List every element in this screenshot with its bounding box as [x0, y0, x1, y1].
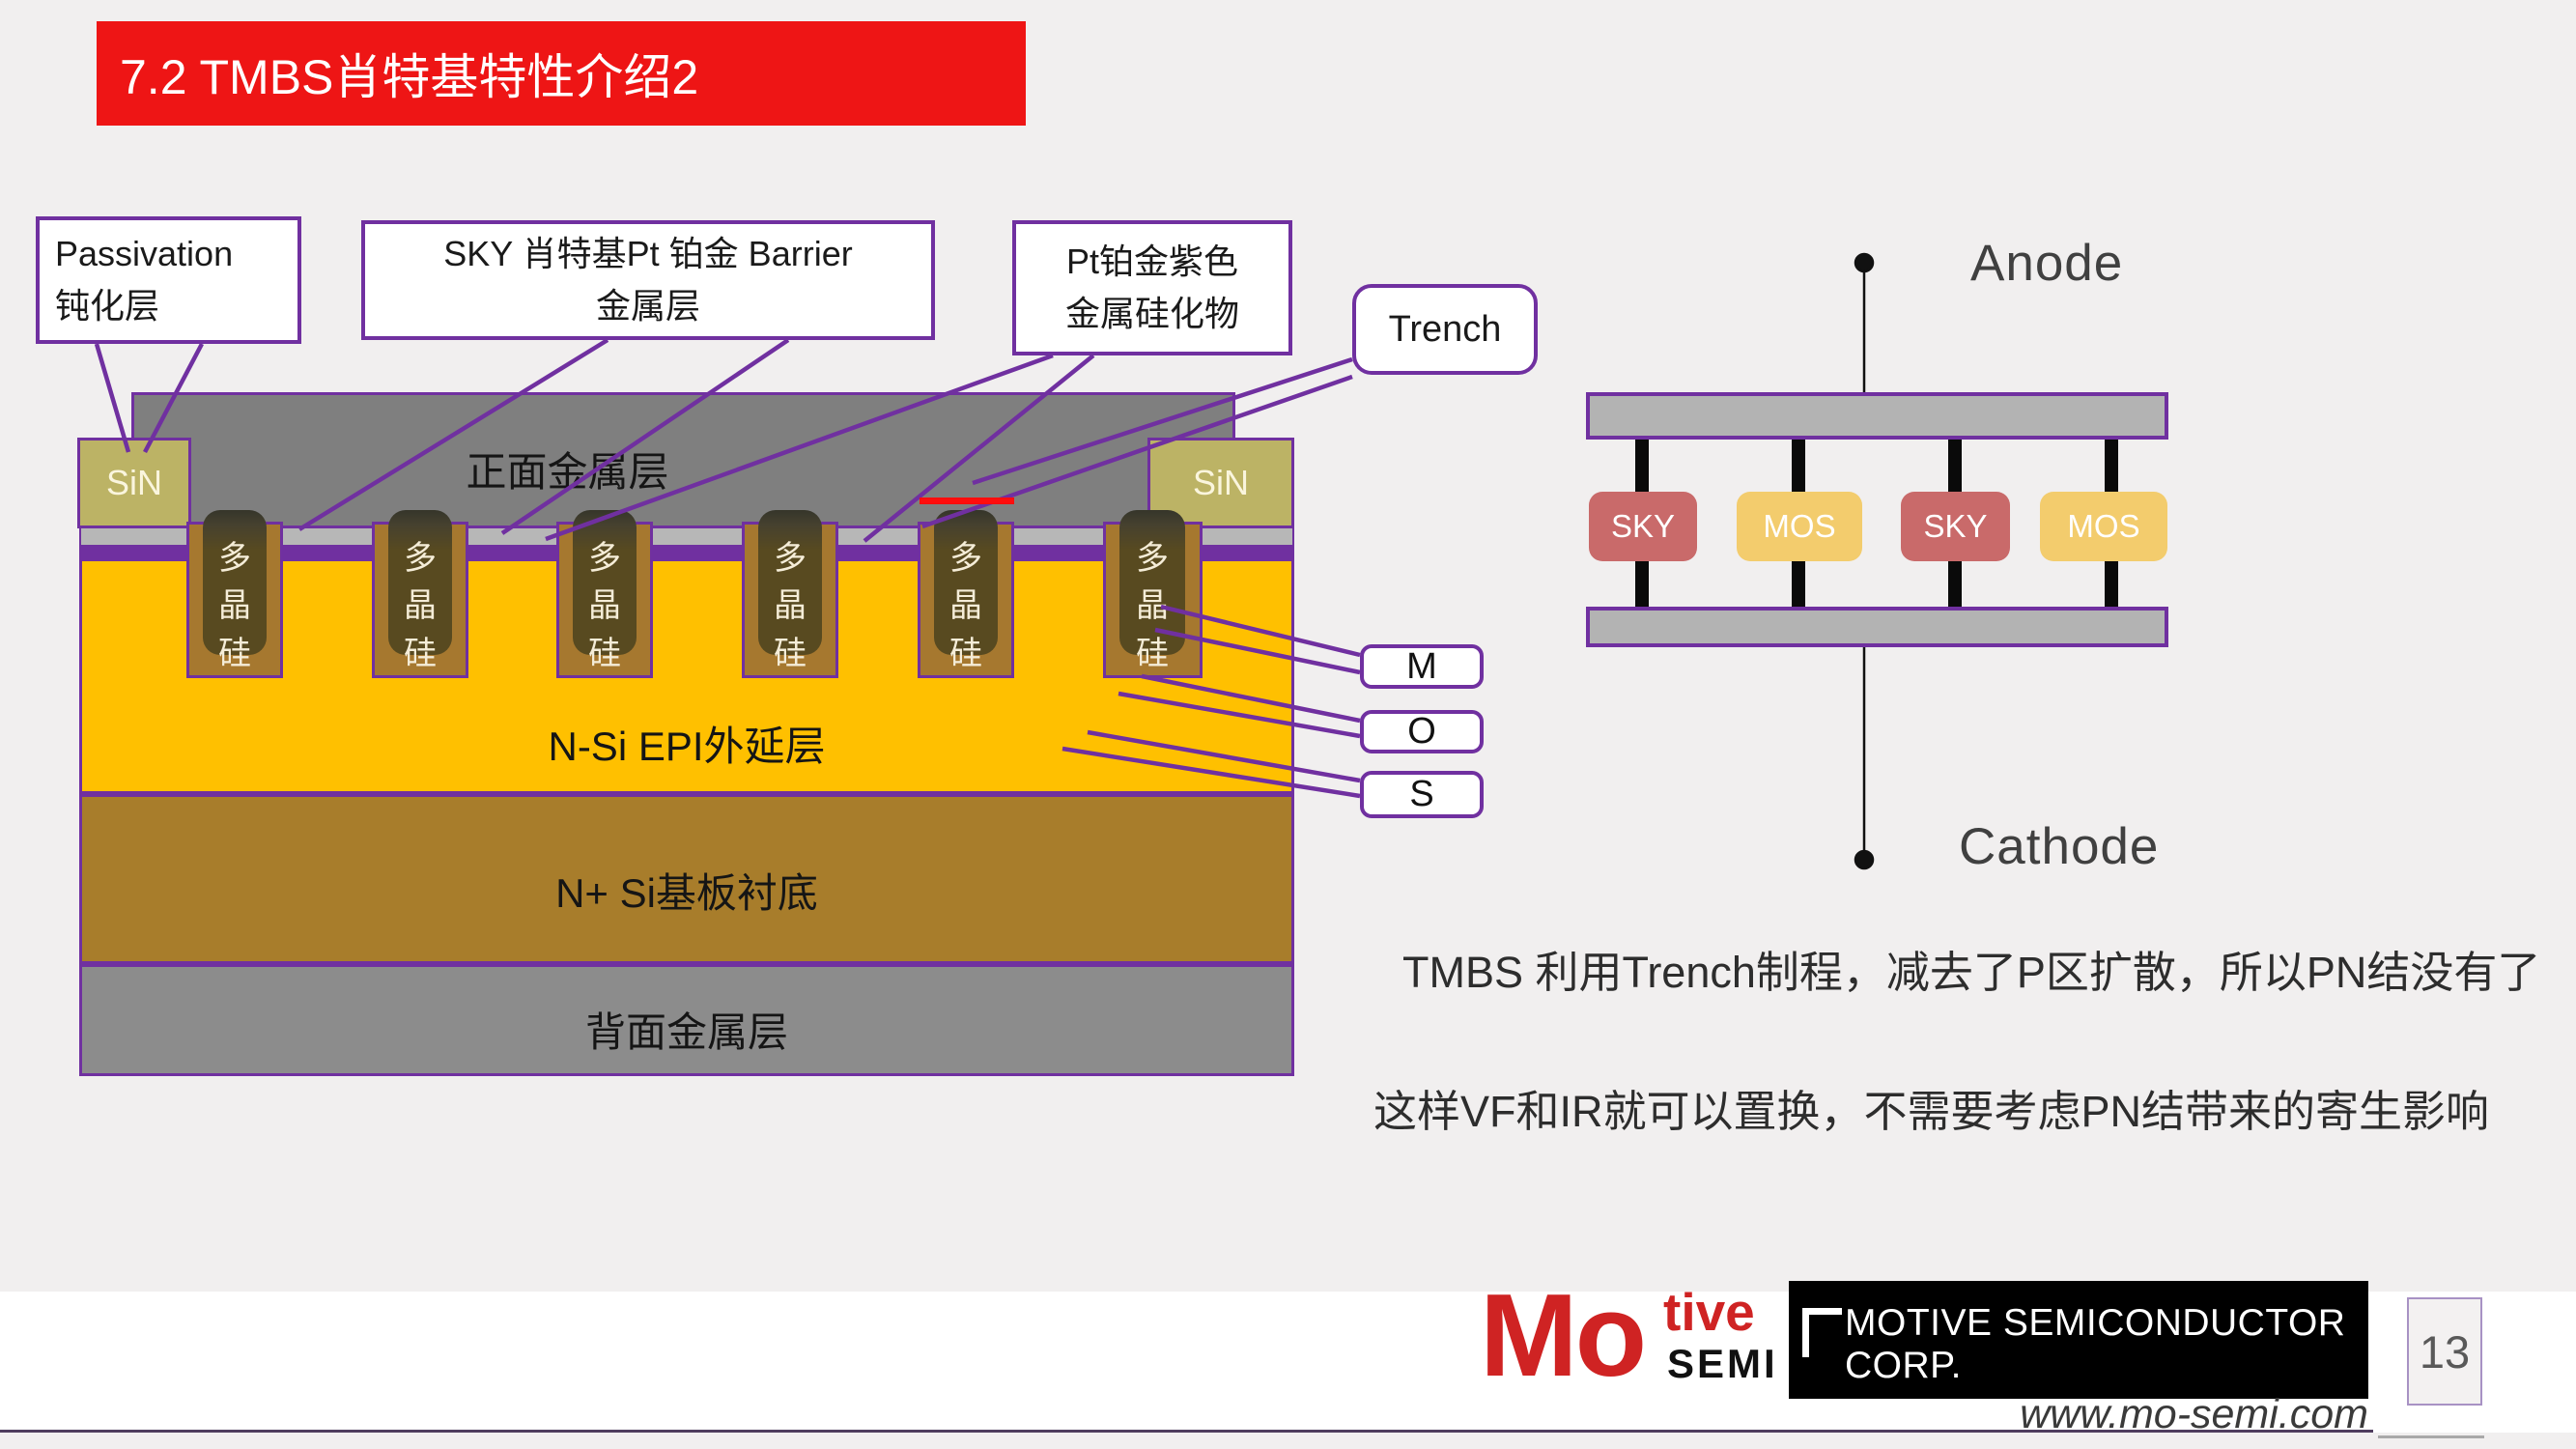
circuit-post: [2105, 558, 2118, 611]
trench-poly-2: 多晶硅: [388, 510, 452, 673]
note-paragraph-2: 这样VF和IR就可以置换，不需要考虑PN结带来的寄生影响: [1373, 1087, 2490, 1136]
trench-poly-6: 多晶硅: [1119, 510, 1185, 673]
callout-pt-silicide: Pt铂金紫色 金属硅化物: [1012, 220, 1292, 355]
cell-mos-1: MOS: [1737, 492, 1862, 561]
back-metal-label: 背面金属层: [584, 1009, 788, 1055]
poly-label: 多晶硅: [1136, 539, 1169, 673]
circuit-post: [1948, 558, 1962, 611]
anode-label: Anode: [1970, 235, 2124, 292]
sin-block-left: SiN: [77, 438, 191, 528]
logo-tive: tive: [1663, 1282, 1755, 1342]
logo-mo: Mo: [1480, 1269, 1647, 1401]
circuit-post: [1792, 558, 1805, 611]
callout-sky-line2: 金属层: [595, 286, 700, 326]
circuit-post: [1792, 437, 1805, 495]
tag-m-label: M: [1406, 645, 1437, 687]
trench-poly-5: 多晶硅: [934, 510, 998, 673]
circuit-post: [1635, 558, 1649, 611]
anode-terminal-dot: [1854, 252, 1875, 273]
poly-label: 多晶硅: [588, 539, 621, 673]
slide-title: 7.2 TMBS肖特基特性介绍2: [120, 50, 699, 104]
anode-bus-bar: [1586, 392, 2168, 440]
cell-sky-2: SKY: [1901, 492, 2010, 561]
back-metal-layer: 背面金属层: [79, 964, 1294, 1076]
cell-mos-1-label: MOS: [1763, 508, 1836, 544]
cathode-bus-bar: [1586, 607, 2168, 647]
substrate-label: N+ Si基板衬底: [555, 870, 818, 916]
callout-trench: Trench: [1352, 284, 1538, 375]
tag-s-label: S: [1409, 774, 1434, 814]
slide-title-bar: 7.2 TMBS肖特基特性介绍2: [97, 21, 1026, 126]
callout-passivation-line1: Passivation: [55, 234, 234, 273]
cell-sky-1: SKY: [1589, 492, 1697, 561]
callout-trench-label: Trench: [1388, 308, 1502, 350]
corner-bracket-icon: [1802, 1308, 1842, 1357]
trench-poly-4: 多晶硅: [758, 510, 822, 673]
cell-sky-2-label: SKY: [1923, 508, 1988, 544]
callout-pt-line1: Pt铂金紫色: [1065, 242, 1238, 281]
tag-m: M: [1360, 644, 1484, 689]
poly-label: 多晶硅: [774, 539, 807, 673]
circuit-post: [1635, 437, 1649, 495]
callout-pt-line2: 金属硅化物: [1064, 294, 1239, 333]
page-number-box: 13: [2407, 1297, 2482, 1406]
company-name: MOTIVE SEMICONDUCTOR CORP.: [1845, 1302, 2346, 1386]
passivation-leader-line: [94, 343, 131, 453]
circuit-post: [2105, 437, 2118, 495]
sin-label-left: SiN: [105, 463, 162, 502]
circuit-post: [1948, 437, 1962, 495]
tag-o: O: [1360, 710, 1484, 753]
cathode-terminal-dot: [1854, 849, 1875, 870]
company-banner: MOTIVE SEMICONDUCTOR CORP.: [1789, 1281, 2368, 1399]
trench-poly-3: 多晶硅: [573, 510, 637, 673]
front-metal-layer: 正面金属层: [131, 392, 1235, 528]
page-number: 13: [2419, 1325, 2471, 1378]
trench-poly-1: 多晶硅: [203, 510, 267, 673]
callout-sky-line1: SKY 肖特基Pt 铂金 Barrier: [443, 234, 853, 273]
sin-label-right: SiN: [1192, 463, 1249, 502]
callout-sky-barrier: SKY 肖特基Pt 铂金 Barrier 金属层: [361, 220, 935, 340]
note-paragraph-1: TMBS 利用Trench制程，减去了P区扩散，所以PN结没有了: [1402, 948, 2541, 997]
cathode-label: Cathode: [1959, 818, 2160, 875]
front-metal-label: 正面金属层: [466, 449, 669, 495]
cell-sky-1-label: SKY: [1610, 508, 1676, 544]
silicide-red-marker: [920, 497, 1014, 504]
poly-label: 多晶硅: [404, 539, 437, 673]
callout-passivation-line2: 钝化层: [55, 286, 160, 326]
callout-passivation: Passivation 钝化层: [36, 216, 301, 344]
cell-mos-2: MOS: [2040, 492, 2167, 561]
cell-mos-2-label: MOS: [2067, 508, 2140, 544]
footer-divider-line: [0, 1430, 2373, 1433]
footer-divider-segment: [2378, 1435, 2484, 1438]
logo-semi: SEMI: [1667, 1341, 1778, 1386]
poly-label: 多晶硅: [218, 539, 251, 673]
epi-label: N-Si EPI外延层: [548, 724, 826, 769]
substrate-layer: N+ Si基板衬底: [79, 794, 1294, 964]
tag-o-label: O: [1407, 711, 1436, 752]
poly-label: 多晶硅: [949, 539, 982, 673]
tag-s: S: [1360, 771, 1484, 818]
